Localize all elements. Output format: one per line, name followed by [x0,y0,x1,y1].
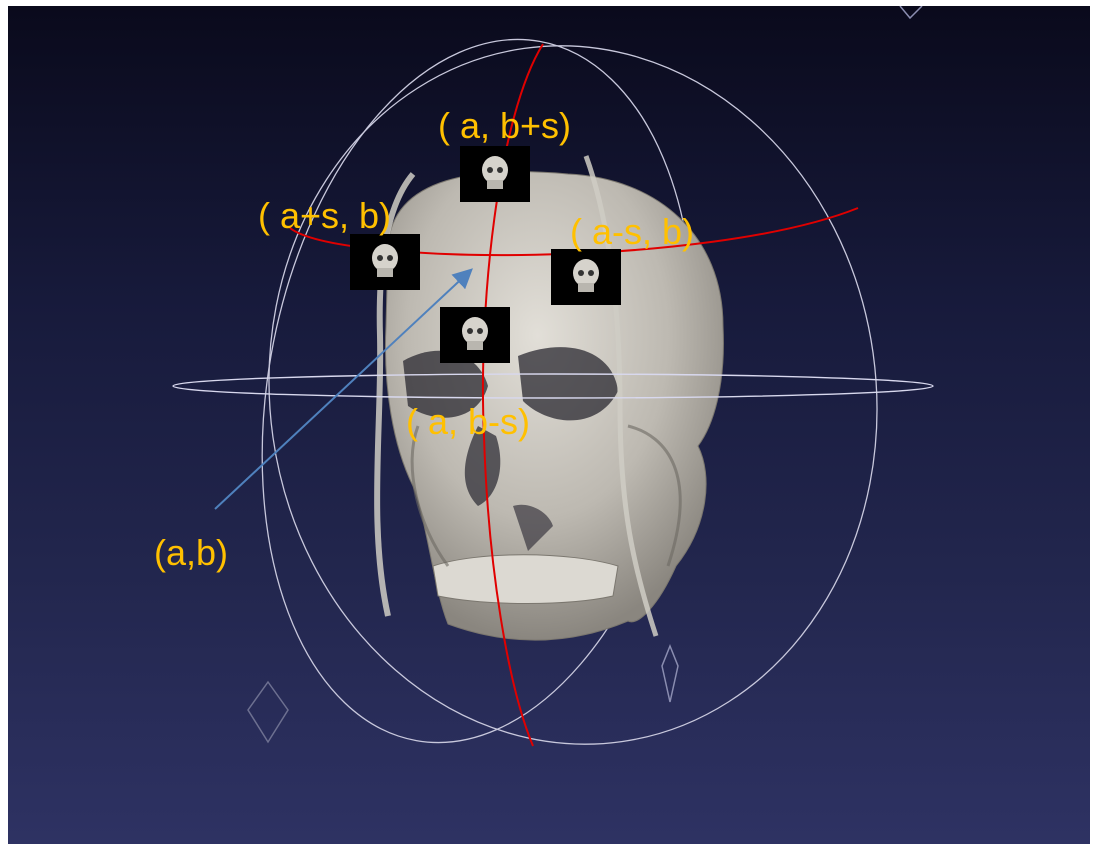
skull-thumbnail-icon [440,307,510,363]
diamond-handle-top[interactable] [900,6,922,18]
skull-thumbnail-icon [460,146,530,202]
thumbnail-top[interactable] [460,146,530,202]
skull-thumbnail-icon [551,249,621,305]
label-right: ( a-s, b) [570,212,694,252]
label-origin: (a,b) [154,533,228,573]
label-bottom: ( a, b-s) [406,402,530,442]
skull-thumbnail-icon [350,234,420,290]
diamond-handle-right[interactable] [662,646,678,702]
thumbnail-left[interactable] [350,234,420,290]
thumbnail-right[interactable] [551,249,621,305]
diamond-handle-left[interactable] [248,682,288,742]
render-viewport[interactable]: ( a, b+s) ( a+s, b) ( a-s, b) ( a, b-s) … [8,6,1090,844]
thumbnail-bottom[interactable] [440,307,510,363]
label-top: ( a, b+s) [438,106,571,146]
label-left: ( a+s, b) [258,196,391,236]
